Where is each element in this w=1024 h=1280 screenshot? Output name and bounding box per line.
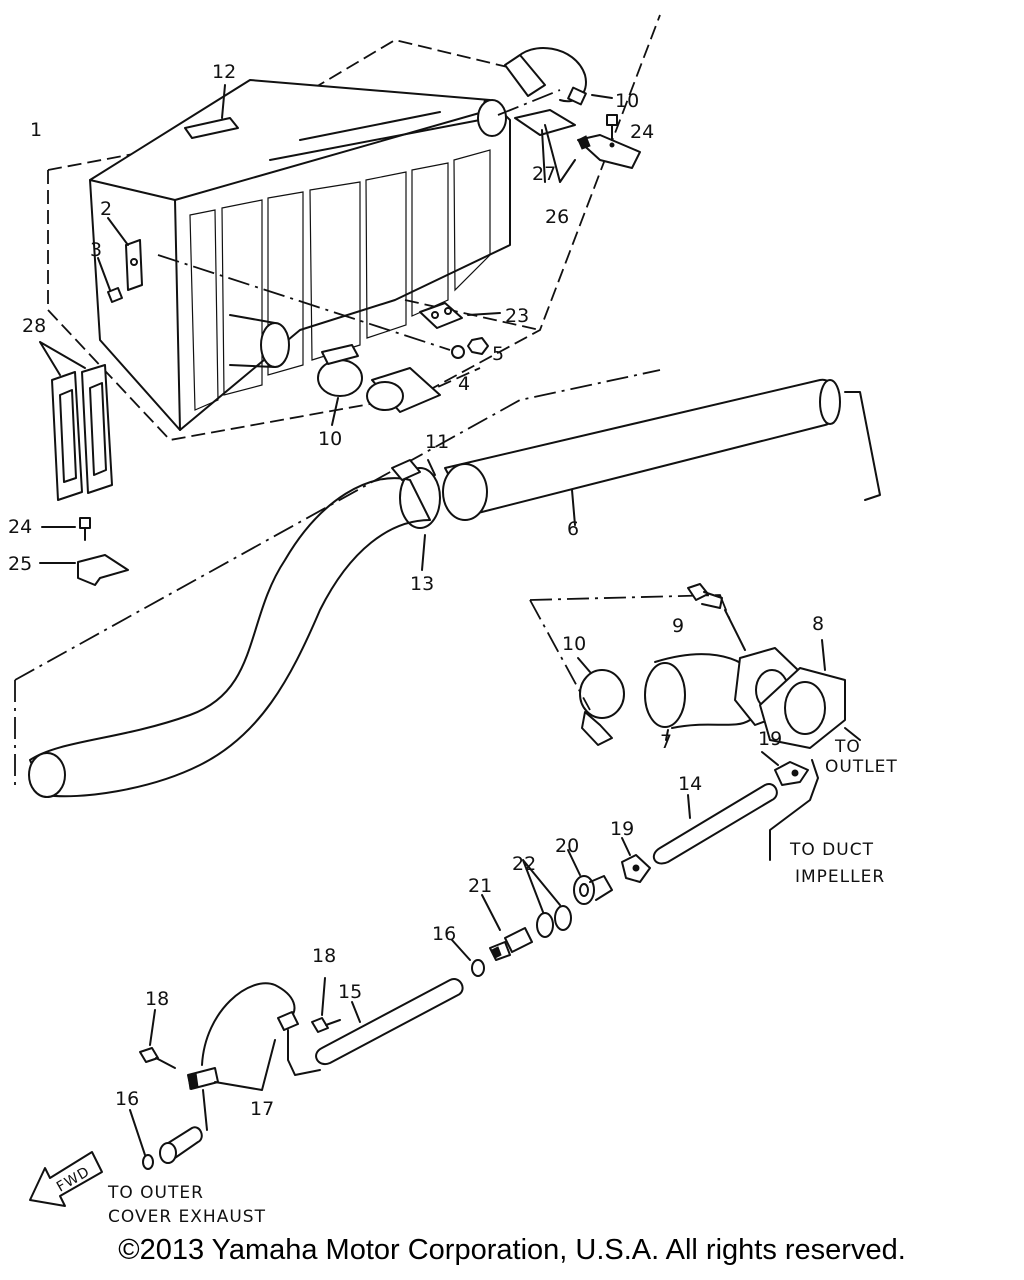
note-to-outer-2: COVER EXHAUST bbox=[108, 1207, 266, 1227]
label-11: 11 bbox=[425, 431, 449, 453]
label-21: 21 bbox=[468, 875, 492, 897]
hose-15 bbox=[315, 978, 464, 1066]
screw-18-upper bbox=[311, 977, 341, 1033]
label-27: 27 bbox=[532, 163, 556, 185]
ring-16-upper bbox=[451, 939, 485, 977]
hose-6 bbox=[444, 378, 881, 526]
ring-16-lower bbox=[129, 1109, 154, 1170]
bracket-line-lower bbox=[529, 594, 731, 621]
leader-26 bbox=[544, 124, 576, 183]
washer-4 bbox=[451, 345, 465, 359]
duct-line bbox=[769, 759, 819, 861]
muffler-box bbox=[89, 79, 561, 431]
label-6: 6 bbox=[567, 518, 579, 540]
label-24-upper: 24 bbox=[630, 121, 654, 143]
label-4: 4 bbox=[458, 373, 470, 395]
clamp-19-lower bbox=[621, 837, 651, 883]
clamp-19-upper bbox=[761, 751, 809, 786]
label-10-middle: 10 bbox=[318, 428, 342, 450]
hose-clamp-11 bbox=[391, 459, 441, 529]
note-to-duct-1: TO DUCT bbox=[789, 840, 874, 860]
bracket-25 bbox=[39, 554, 129, 586]
strap-17 bbox=[187, 982, 321, 1131]
gasket-27 bbox=[514, 109, 576, 136]
label-15: 15 bbox=[338, 981, 362, 1003]
plate-2 bbox=[107, 217, 143, 291]
label-23: 23 bbox=[505, 305, 529, 327]
label-19-lower: 19 bbox=[610, 818, 634, 840]
label-7: 7 bbox=[660, 731, 672, 753]
label-22: 22 bbox=[512, 853, 536, 875]
hose-clamp-10-lower bbox=[577, 657, 625, 746]
note-to-outlet-1: TO bbox=[834, 737, 861, 757]
label-25: 25 bbox=[8, 553, 32, 575]
label-1: 1 bbox=[30, 119, 42, 141]
label-10-lower: 10 bbox=[562, 633, 586, 655]
pipe-short bbox=[366, 367, 441, 413]
label-26: 26 bbox=[545, 206, 569, 228]
label-24-lower: 24 bbox=[8, 516, 32, 538]
fwd-arrow: FWD bbox=[29, 1151, 103, 1207]
label-17: 17 bbox=[250, 1098, 274, 1120]
hose-clamp-10-middle bbox=[317, 344, 363, 426]
washer-20 bbox=[567, 849, 613, 905]
copyright-notice: ©2013 Yamaha Motor Corporation, U.S.A. A… bbox=[118, 1234, 906, 1266]
bracket-26 bbox=[577, 134, 641, 169]
bolt-24-lower bbox=[41, 517, 91, 541]
label-8: 8 bbox=[812, 613, 824, 635]
pad-12 bbox=[184, 84, 239, 139]
pipe-lower bbox=[159, 1126, 203, 1164]
label-16-upper: 16 bbox=[432, 923, 456, 945]
label-12: 12 bbox=[212, 61, 236, 83]
washers-22 bbox=[522, 859, 572, 938]
screw-18-lower bbox=[139, 1009, 176, 1069]
label-2: 2 bbox=[100, 198, 112, 220]
fitting-21 bbox=[481, 894, 533, 961]
label-5: 5 bbox=[492, 343, 504, 365]
routing-notes: TO OUTLET TO DUCT IMPELLER TO OUTER COVE… bbox=[107, 737, 898, 1227]
plate-23 bbox=[419, 302, 501, 329]
label-9: 9 bbox=[672, 615, 684, 637]
hose-14 bbox=[652, 783, 778, 865]
label-10-upper: 10 bbox=[615, 90, 639, 112]
label-28: 28 bbox=[22, 315, 46, 337]
gasket-28 bbox=[39, 341, 113, 501]
hose-dashdot-line bbox=[14, 369, 661, 681]
label-14: 14 bbox=[678, 773, 702, 795]
gasket-8 bbox=[759, 639, 861, 749]
screw-3 bbox=[97, 257, 123, 303]
note-to-duct-2: IMPELLER bbox=[795, 867, 885, 887]
label-3: 3 bbox=[90, 239, 102, 261]
nut-5 bbox=[467, 337, 489, 355]
label-16-lower: 16 bbox=[115, 1088, 139, 1110]
label-18-lower: 18 bbox=[145, 988, 169, 1010]
note-to-outlet-2: OUTLET bbox=[825, 757, 898, 777]
bolt-9 bbox=[687, 583, 746, 651]
leader-27 bbox=[541, 129, 546, 183]
hose-13 bbox=[28, 463, 488, 798]
label-18-upper: 18 bbox=[312, 945, 336, 967]
label-20: 20 bbox=[555, 835, 579, 857]
label-19-upper: 19 bbox=[758, 728, 782, 750]
note-to-outer-1: TO OUTER bbox=[107, 1183, 204, 1203]
bolt-24-upper bbox=[606, 114, 618, 148]
part-labels: 1 2 3 4 5 6 7 8 9 10 10 10 11 12 13 14 1… bbox=[8, 61, 824, 1120]
label-13: 13 bbox=[410, 573, 434, 595]
hose-clamp-10-upper bbox=[504, 47, 613, 106]
